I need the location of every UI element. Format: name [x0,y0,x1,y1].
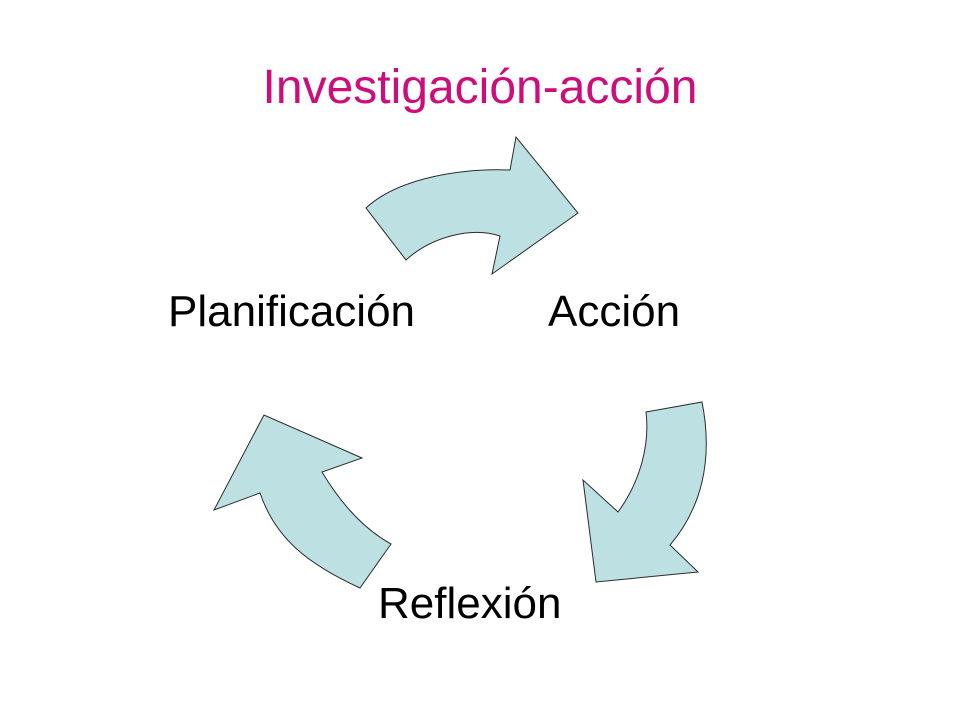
step-label-accion: Acción [548,287,681,336]
step-label-planificacion: Planificación [168,287,416,336]
step-label-reflexion: Reflexión [378,579,562,628]
arrow-accion-to-reflexion [582,401,707,583]
arrow-reflexion-to-planificacion [212,414,392,589]
arrow-planificacion-to-accion [365,135,579,276]
slide-title: Investigación-acción [262,61,698,114]
